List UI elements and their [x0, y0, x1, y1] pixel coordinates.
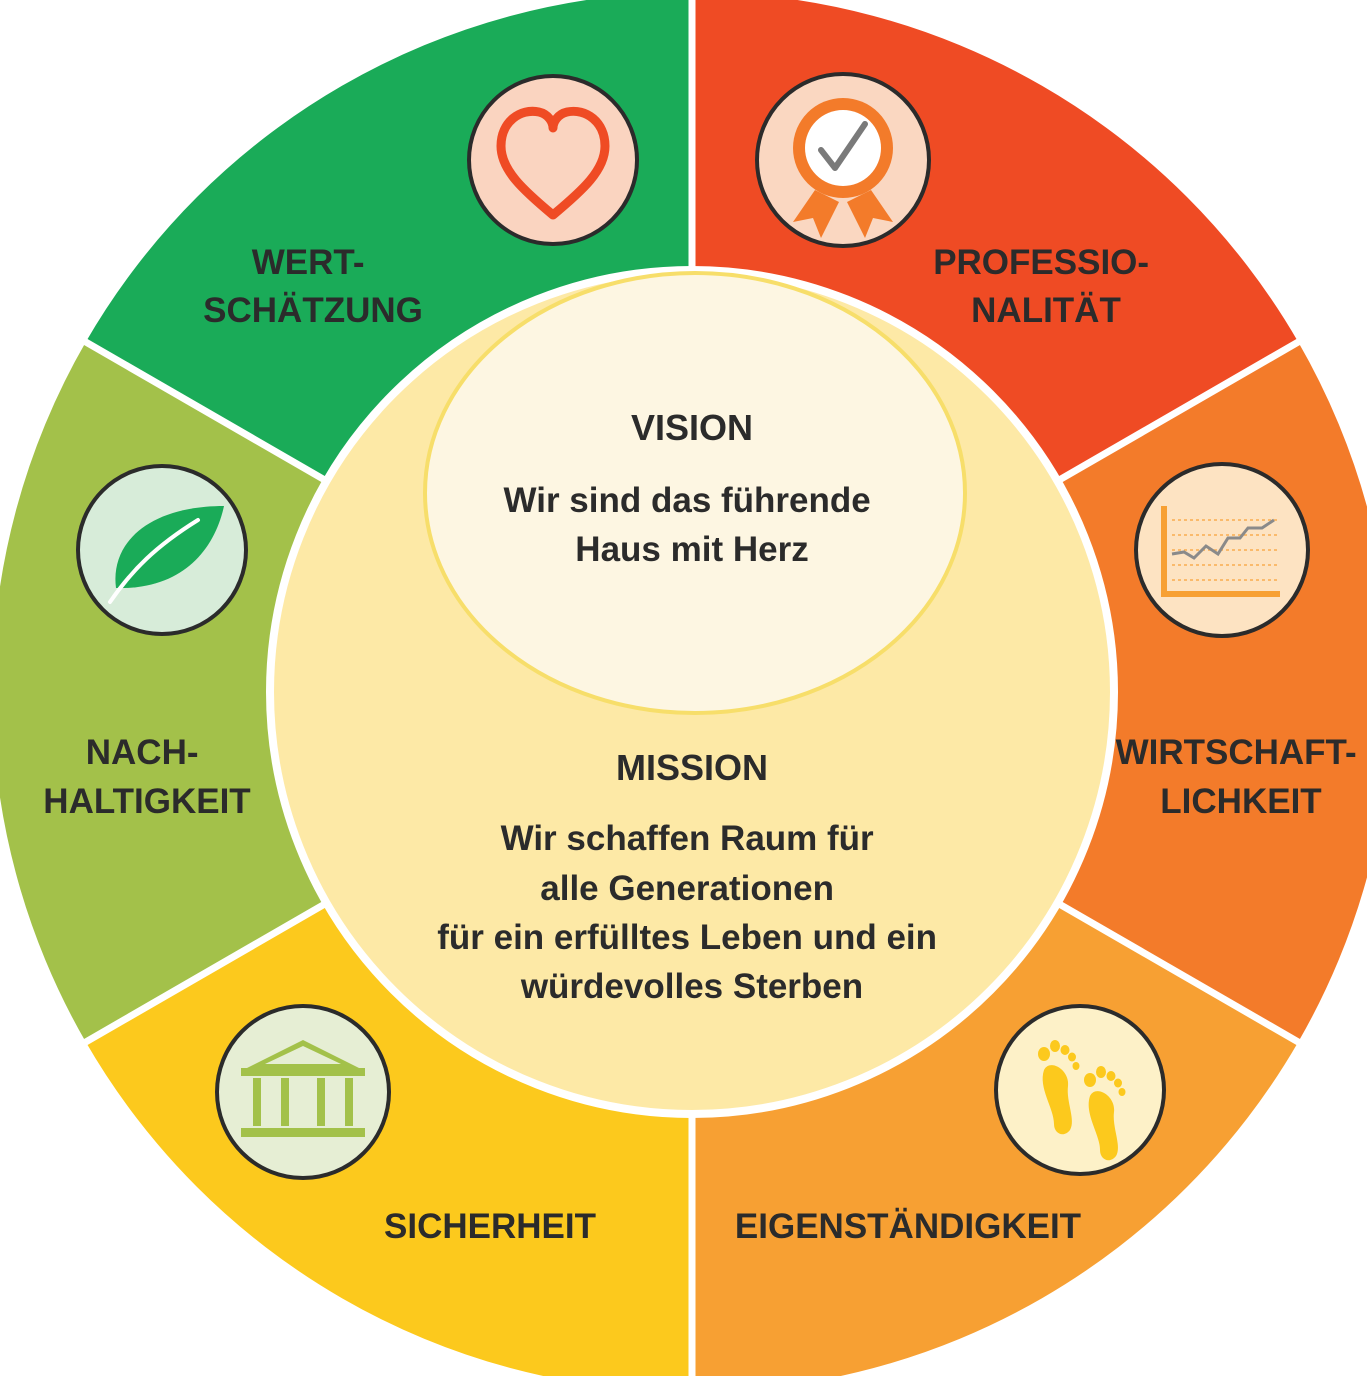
mission-statement: Wir schaffen Raum für alle Generationen … — [437, 819, 947, 1006]
vision-title: VISION — [631, 407, 753, 448]
segment-sicherheit — [0, 342, 329, 1042]
label-wertschaetzung: WERT- SCHÄTZUNG — [203, 243, 423, 330]
label-eigenstaendigkeit: EIGENSTÄNDIGKEIT — [735, 1207, 1081, 1246]
heart-icon — [467, 74, 639, 246]
segment-wirtschaftlichkeit — [692, 902, 1299, 1376]
label-nachhaltigkeit: NACH- HALTIGKEIT — [43, 733, 250, 821]
label-wirtschaftlichkeit: WIRTSCHAFT- LICHKEIT — [1116, 733, 1367, 821]
segment-separators — [66, 0, 1318, 1376]
segment-separator — [66, 898, 331, 1056]
segment-separator — [66, 328, 331, 486]
vision-ellipse — [423, 271, 967, 715]
vision-statement: Wir sind das führende Haus mit Herz — [504, 481, 881, 569]
segment-eigenstaendigkeit — [85, 902, 692, 1376]
segment-separator — [1053, 898, 1318, 1056]
line-chart-icon — [1134, 462, 1310, 638]
mission-title: MISSION — [616, 747, 768, 788]
segment-separator — [1053, 328, 1318, 486]
award-rosette-icon — [755, 72, 931, 248]
label-sicherheit: SICHERHEIT — [384, 1207, 596, 1246]
footprints-icon — [994, 1004, 1166, 1176]
label-professionalitaet: PROFESSIO- NALITÄT — [933, 243, 1159, 330]
leaf-icon — [76, 464, 248, 636]
temple-building-icon — [215, 1004, 391, 1180]
